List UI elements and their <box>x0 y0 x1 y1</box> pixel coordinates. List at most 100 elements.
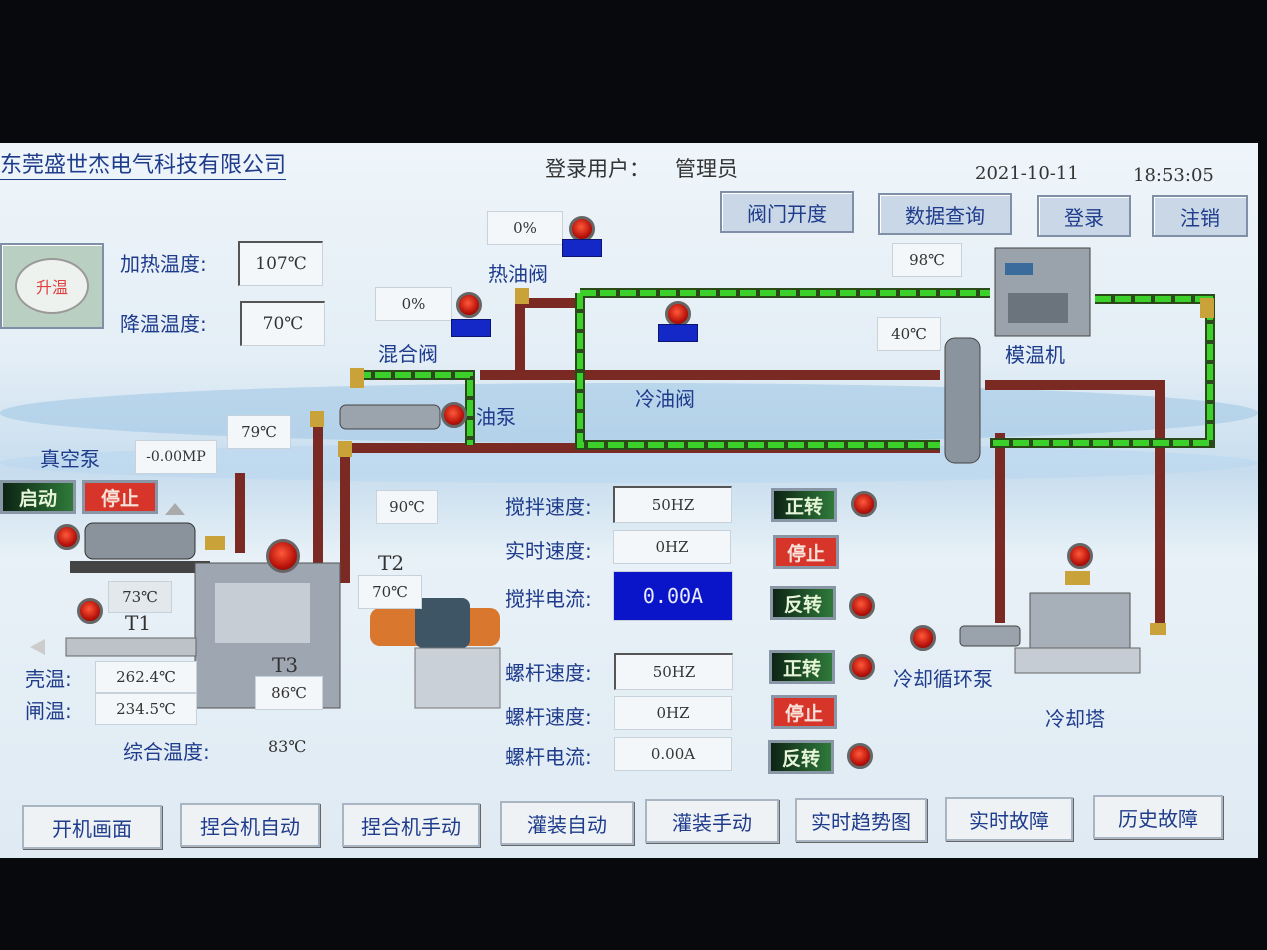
t1-label: T1 <box>125 611 152 635</box>
heat-exchanger <box>944 337 981 464</box>
mixer-reverse-label: 反转 <box>773 589 833 617</box>
mixer-reverse-button[interactable]: 反转 <box>770 586 836 620</box>
temp-40: 40℃ <box>877 317 941 351</box>
nav-kneader-auto[interactable]: 捏合机自动 <box>180 803 320 847</box>
mixer-speed-value[interactable]: 50HZ <box>613 486 732 523</box>
mixer-current-value: 0.00A <box>613 571 733 621</box>
mix-valve-label: 混合阀 <box>378 342 438 366</box>
cooling-pump-label: 冷却循环泵 <box>893 667 993 691</box>
screw-forward-button[interactable]: 正转 <box>769 650 835 684</box>
oil-pump-label: 油泵 <box>476 405 516 429</box>
mixer-forward-lamp <box>851 491 877 517</box>
nav-realtime-faults[interactable]: 实时故障 <box>945 797 1073 841</box>
overall-temp-label: 综合温度: <box>123 740 210 764</box>
screw-current-label: 螺杆电流: <box>505 745 592 769</box>
shell-temp-value: 262.4℃ <box>95 661 197 693</box>
vacuum-start-button[interactable]: 启动 <box>0 480 76 514</box>
mixer-stop-label: 停止 <box>776 538 836 566</box>
t1-temp: 73℃ <box>108 581 172 613</box>
oil-pump-lamp <box>441 402 467 428</box>
screw-speed-value[interactable]: 50HZ <box>614 653 733 690</box>
t3-label: T3 <box>272 653 299 677</box>
data-query-button[interactable]: 数据查询 <box>878 193 1012 235</box>
discharge-valve-lamp <box>77 598 103 624</box>
nav-filling-auto[interactable]: 灌装自动 <box>500 801 634 845</box>
screw-speed-label: 螺杆速度: <box>505 661 592 685</box>
pipe-diagram <box>30 247 1215 709</box>
temp-90: 90℃ <box>376 490 438 524</box>
cooling-tower-lamp <box>1067 543 1093 569</box>
elbow <box>205 536 225 550</box>
heat-temp-label: 加热温度: <box>120 252 207 276</box>
background-wave <box>0 383 1258 443</box>
screw-reverse-lamp <box>847 743 873 769</box>
date: 2021-10-11 <box>975 163 1079 184</box>
vacuum-pressure: -0.00MP <box>135 440 217 474</box>
cool-temp-label: 降温温度: <box>120 312 207 336</box>
nav-kneader-manual[interactable]: 捏合机手动 <box>342 803 480 847</box>
mixer-stop-button[interactable]: 停止 <box>773 535 839 569</box>
mix-valve-opening: 0% <box>375 287 452 321</box>
hot-oil-valve-actuator-icon[interactable] <box>562 239 602 257</box>
hmi-screen: 东莞盛世杰电气科技有限公司 登录用户： 管理员 2021-10-11 18:53… <box>0 143 1258 858</box>
vacuum-stop-button[interactable]: 停止 <box>82 480 158 514</box>
heat-temp-value: 107℃ <box>238 241 323 286</box>
cooling-tower-base <box>1014 647 1141 674</box>
motor-stand <box>414 647 501 709</box>
screw-stop-label: 停止 <box>774 698 834 726</box>
screw-reverse-label: 反转 <box>771 743 831 771</box>
company-name: 东莞盛世杰电气科技有限公司 <box>0 147 287 180</box>
flow-pipes <box>355 290 1213 448</box>
vacuum-pump-label: 真空泵 <box>40 447 100 471</box>
logout-button[interactable]: 注销 <box>1152 195 1248 237</box>
gate-temp-label: 闸温: <box>25 699 72 723</box>
valve-opening-button[interactable]: 阀门开度 <box>720 191 854 233</box>
time: 18:53:05 <box>1133 165 1214 186</box>
heat-up-label: 升温 <box>15 258 89 314</box>
vacuum-pump-icon <box>84 522 196 560</box>
vacuum-stop-label: 停止 <box>85 483 155 511</box>
nav-realtime-trend[interactable]: 实时趋势图 <box>795 798 927 842</box>
login-button[interactable]: 登录 <box>1037 195 1131 237</box>
cooling-pump-icon <box>959 625 1021 647</box>
pipe <box>355 372 473 445</box>
shell-temp-label: 壳温: <box>25 667 72 691</box>
mixer-realtime-label: 实时速度: <box>505 539 592 563</box>
screw-forward-label: 正转 <box>772 653 832 681</box>
mixer-forward-label: 正转 <box>774 491 834 519</box>
machine-grill <box>1008 293 1068 323</box>
screw-forward-lamp <box>849 654 875 680</box>
pipe <box>515 298 580 373</box>
cooling-tower-label: 冷却塔 <box>1045 707 1105 731</box>
temp-79: 79℃ <box>227 415 291 449</box>
vacuum-pump-lamp <box>54 524 80 550</box>
screw-current-value: 0.00A <box>614 737 732 771</box>
screw-realtime-label: 螺杆速度: <box>505 705 592 729</box>
heat-up-button[interactable]: 升温 <box>0 243 104 329</box>
hot-oil-valve-opening: 0% <box>487 211 563 245</box>
cold-oil-valve-label: 冷油阀 <box>635 387 695 411</box>
login-user: 管理员 <box>675 157 738 181</box>
nav-filling-manual[interactable]: 灌装手动 <box>645 799 779 843</box>
overall-temp-value: 83℃ <box>268 737 307 756</box>
screw-stop-button[interactable]: 停止 <box>771 695 837 729</box>
temp-98: 98℃ <box>892 243 962 277</box>
elbow <box>1150 623 1166 635</box>
mixer-forward-button[interactable]: 正转 <box>771 488 837 522</box>
elbow <box>515 288 529 304</box>
gearbox-motor <box>415 598 470 648</box>
oil-pump-icon <box>339 404 441 430</box>
nav-startup-screen[interactable]: 开机画面 <box>22 805 162 849</box>
screw-reverse-button[interactable]: 反转 <box>768 740 834 774</box>
pipe <box>990 296 1213 446</box>
mix-valve-lamp <box>456 292 482 318</box>
mix-valve-actuator-icon[interactable] <box>451 319 491 337</box>
cold-oil-valve-actuator-icon[interactable] <box>658 324 698 342</box>
pipe-elbows <box>205 288 1214 635</box>
t2-temp: 70℃ <box>358 575 422 609</box>
machine-display <box>1005 263 1033 275</box>
nav-fault-history[interactable]: 历史故障 <box>1093 795 1223 839</box>
kneader-lamp <box>266 539 300 573</box>
exhaust-arrow-icon <box>165 503 185 515</box>
kneader-chamber <box>215 583 310 643</box>
